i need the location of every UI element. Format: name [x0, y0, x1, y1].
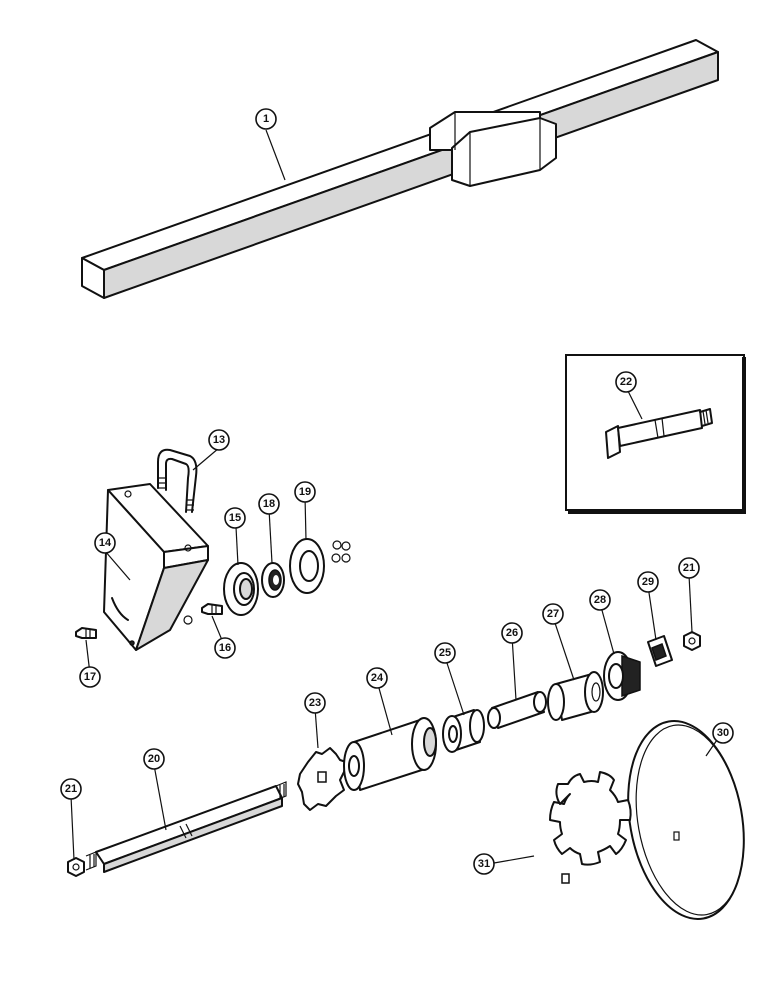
- callout-31: 31: [473, 853, 495, 875]
- callout-18: 18: [258, 493, 280, 515]
- callout-23: 23: [304, 692, 326, 714]
- callout-21-left: 21: [60, 778, 82, 800]
- callout-24: 24: [366, 667, 388, 689]
- svg-text:24: 24: [371, 672, 384, 684]
- callout-17: 17: [79, 666, 101, 688]
- callout-28: 28: [589, 589, 611, 611]
- svg-text:17: 17: [84, 671, 96, 683]
- bearing-bracket-part: [103, 483, 209, 651]
- svg-text:16: 16: [219, 642, 231, 654]
- svg-text:15: 15: [229, 512, 241, 524]
- callout-20: 20: [143, 748, 165, 770]
- notched-disc-part: [549, 771, 632, 884]
- nuts-small-part: [183, 540, 351, 625]
- svg-text:30: 30: [717, 727, 729, 739]
- bushing-part: [442, 709, 485, 753]
- flangette-outer-part: [289, 538, 325, 594]
- flangette-part: [223, 562, 259, 616]
- callout-14: 14: [94, 532, 116, 554]
- svg-text:28: 28: [594, 594, 606, 606]
- callout-26: 26: [501, 622, 523, 644]
- svg-text:19: 19: [299, 486, 311, 498]
- notched-washer-part: [297, 747, 347, 811]
- spacer-tube-part: [487, 691, 547, 729]
- svg-text:22: 22: [620, 376, 632, 388]
- u-bolt-part: [157, 448, 198, 513]
- bolt-17-part: [75, 627, 97, 639]
- bearing-part: [261, 562, 285, 598]
- svg-text:18: 18: [263, 498, 275, 510]
- svg-text:13: 13: [213, 434, 225, 446]
- callout-27: 27: [542, 603, 564, 625]
- callout-21-right: 21: [678, 557, 700, 579]
- svg-text:21: 21: [683, 562, 695, 574]
- nut-21-right: [683, 631, 701, 651]
- end-cap-part: [603, 651, 641, 701]
- svg-text:27: 27: [547, 608, 559, 620]
- callout-19: 19: [294, 481, 316, 503]
- svg-text:29: 29: [642, 576, 654, 588]
- gang-bar-part: [81, 39, 719, 299]
- svg-text:21: 21: [65, 783, 77, 795]
- callout-25: 25: [434, 642, 456, 664]
- svg-text:31: 31: [478, 858, 490, 870]
- square-washer-part: [647, 635, 673, 667]
- callout-15: 15: [224, 507, 246, 529]
- bushing-27-part: [547, 671, 604, 721]
- plain-disc-part: [627, 720, 745, 920]
- svg-text:20: 20: [148, 753, 160, 765]
- svg-text:14: 14: [99, 537, 112, 549]
- svg-text:26: 26: [506, 627, 518, 639]
- callout-13: 13: [208, 429, 230, 451]
- callout-16: 16: [214, 637, 236, 659]
- bolt-16-part: [201, 603, 223, 615]
- svg-text:23: 23: [309, 697, 321, 709]
- axle-part: [85, 781, 287, 873]
- spool-part: [343, 717, 437, 791]
- leader-lines: [70, 129, 720, 864]
- callout-29: 29: [637, 571, 659, 593]
- t-bolt-part: [605, 408, 713, 459]
- svg-text:1: 1: [263, 113, 269, 125]
- svg-text:25: 25: [439, 647, 451, 659]
- callout-1: 1: [255, 108, 277, 130]
- callout-22: 22: [615, 371, 637, 393]
- nut-21-left: [67, 857, 85, 877]
- callout-30: 30: [712, 722, 734, 744]
